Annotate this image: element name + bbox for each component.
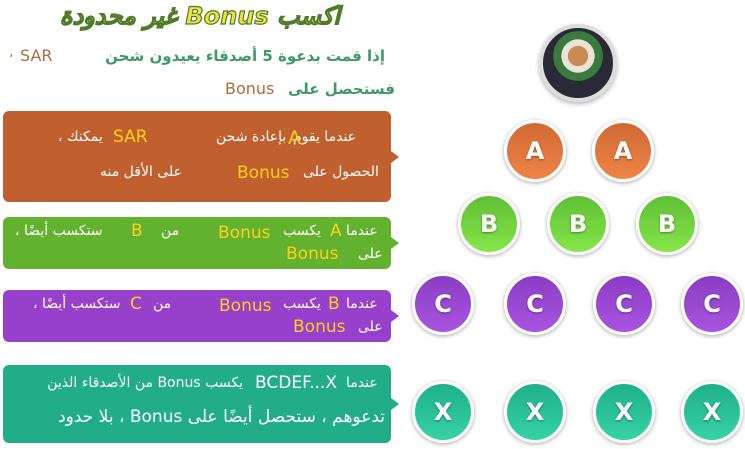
intro-line2: فستحصل على (288, 80, 395, 98)
intro-line1: إذا قمت بدعوة 5 أصدقاء يعيدون شحن (105, 47, 385, 65)
node-c: C (681, 273, 743, 335)
box-a-text5: على الأقل منه (100, 164, 182, 180)
node-x: X (412, 381, 474, 443)
node-c: C (593, 273, 655, 335)
box-level-x: عندما BCDEF...X يكسب Bonus من الأصدقاء ا… (3, 365, 399, 443)
box-c-text2: يكسب (283, 296, 321, 312)
box-a-bonus: Bonus (237, 163, 290, 183)
node-c: C (504, 273, 566, 335)
box-b-letter: A (330, 221, 342, 241)
node-b: B (547, 193, 609, 255)
intro-comma: ، (9, 46, 14, 61)
box-b-text2: يكسب (283, 223, 321, 239)
box-level-a: عندما يقوم A بإعادة شحن SAR ، يمكنك الحص… (3, 111, 399, 202)
box-level-c: عندما B يكسب Bonus من C ، ستكسب أيضًا عل… (3, 290, 399, 342)
node-a: A (504, 120, 566, 182)
box-b-bonus2: Bonus (286, 244, 339, 264)
box-b-text5: على (358, 246, 383, 262)
box-c-text1: عندما (346, 296, 378, 312)
box-a-sar: SAR (113, 127, 148, 147)
user-avatar (539, 24, 617, 102)
box-b-text3: من (161, 223, 180, 239)
box-c-bonus2: Bonus (293, 317, 346, 337)
box-a-text3: ، يمكنك (58, 129, 103, 145)
box-level-b: عندما A يكسب Bonus من B ، ستكسب أيضًا عل… (3, 217, 399, 269)
box-a-letter: A (288, 127, 301, 149)
box-c-bonus: Bonus (219, 296, 272, 316)
box-x-text2: يكسب Bonus من الأصدقاء الذين (47, 375, 243, 391)
box-a-text4: الحصول على (303, 164, 379, 180)
node-x: X (504, 381, 566, 443)
intro-bonus: Bonus (225, 79, 275, 98)
box-c-text3: من (153, 296, 172, 312)
box-c-from: C (130, 294, 142, 314)
box-c-letter: B (328, 294, 340, 314)
node-b: B (458, 193, 520, 255)
box-x-line2: تدعوهم ، ستحصل أيضًا على Bonus ، بلا حدو… (58, 407, 385, 427)
box-c-text5: على (358, 319, 383, 335)
box-b-from: B (131, 221, 143, 241)
box-c-text4: ، ستكسب أيضًا (33, 296, 121, 312)
node-c: C (412, 273, 474, 335)
box-x-text1: عندما (346, 375, 378, 391)
box-b-bonus: Bonus (218, 223, 271, 243)
box-a-text2: بإعادة شحن (216, 129, 287, 145)
box-x-letters: BCDEF...X (255, 373, 337, 393)
node-b: B (636, 193, 698, 255)
box-a-text1: عندما يقوم (293, 129, 357, 145)
node-a: A (592, 120, 654, 182)
intro-sar: SAR (20, 46, 53, 65)
node-x: X (681, 381, 743, 443)
page-title: اكسب Bonus غير محدودة (59, 1, 341, 30)
box-b-text1: عندما (346, 223, 378, 239)
box-b-text4: ، ستكسب أيضًا (15, 223, 103, 239)
node-x: X (593, 381, 655, 443)
